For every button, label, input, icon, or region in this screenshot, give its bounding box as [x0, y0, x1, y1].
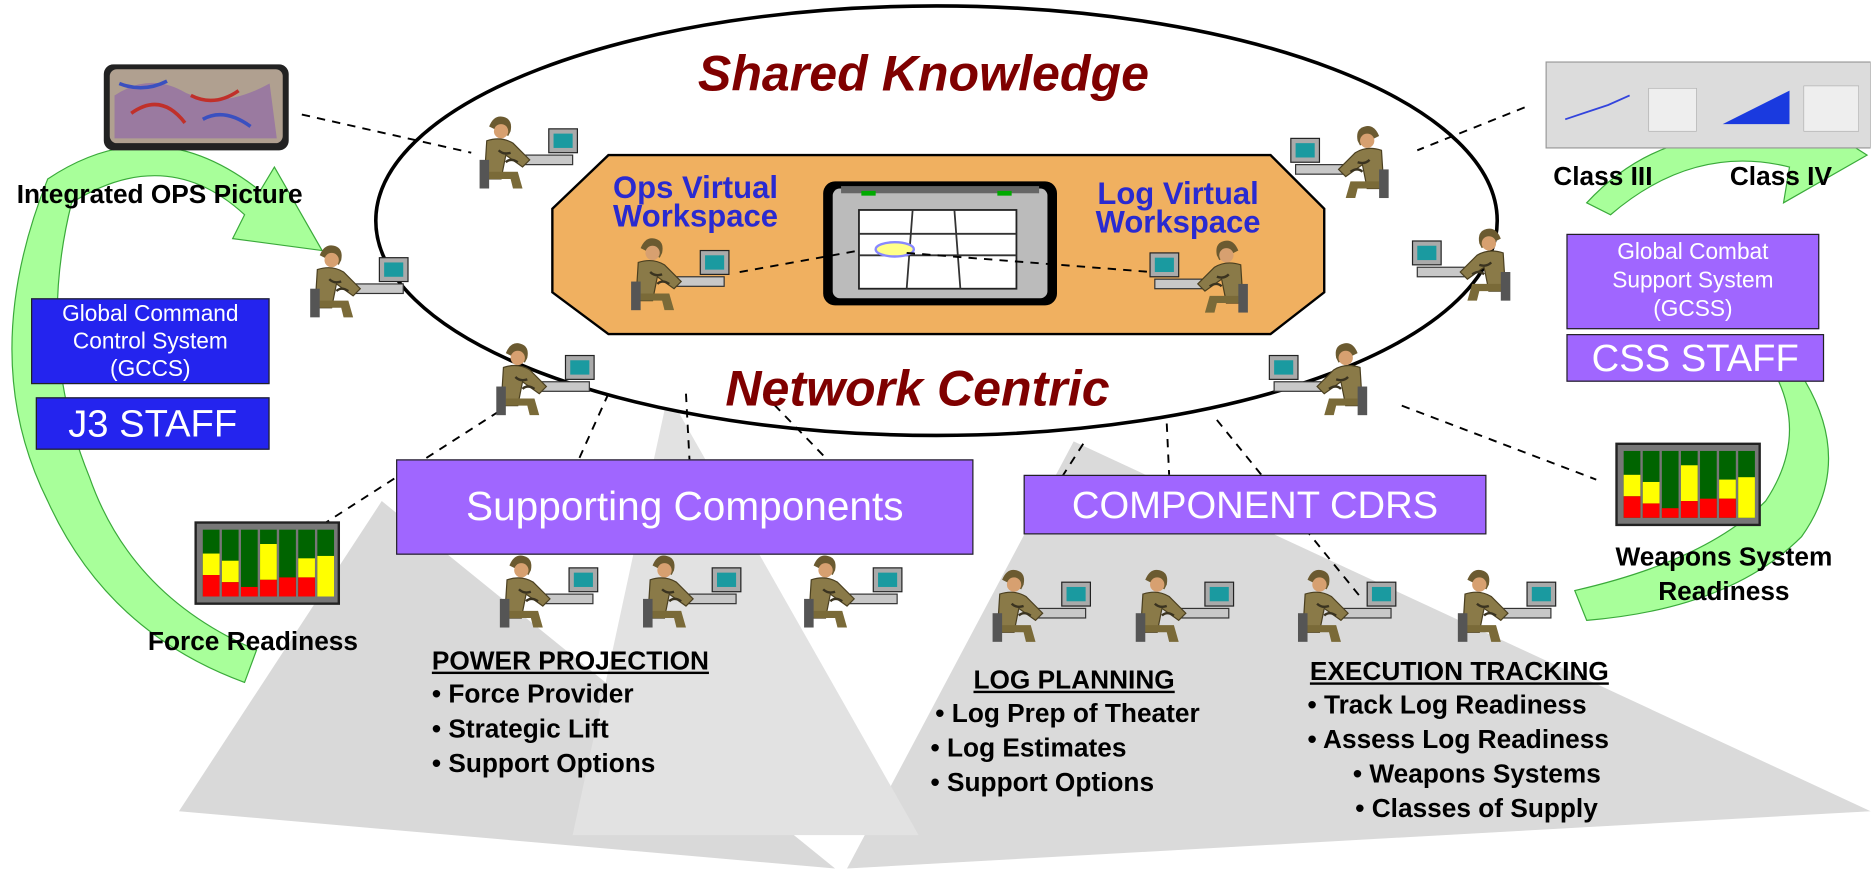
force-readiness-label: Force Readiness — [147, 626, 358, 657]
force-readiness-bars-icon — [194, 521, 341, 605]
log-item-1: • Log Prep of Theater — [935, 697, 1200, 728]
log-workspace-label: Log Virtual Workspace — [1095, 175, 1261, 240]
exec-item-2: • Assess Log Readiness — [1307, 724, 1609, 754]
weapons-readiness-bars-icon — [1615, 442, 1761, 527]
left-cycle-arrow — [11, 145, 324, 684]
ops-workspace-label: Ops Virtual Workspace — [613, 169, 778, 234]
power-projection-section: POWER PROJECTION • Force Provider • Stra… — [432, 645, 709, 780]
log-item-3: • Support Options — [930, 767, 1155, 797]
workspace-display-icon — [823, 181, 1057, 306]
right-triangle — [847, 441, 1871, 869]
log-planning-section: LOG PLANNING • Log Prep of Theater • Log… — [931, 665, 1200, 800]
exec-item-3: • Weapons Systems — [1352, 758, 1601, 789]
power-item-1: • Force Provider — [431, 678, 634, 709]
power-item-2: • Strategic Lift — [431, 713, 609, 744]
operator-icon-power-1 — [498, 554, 599, 629]
log-planning-heading: LOG PLANNING — [973, 664, 1175, 695]
css-staff-box: CSS STAFF — [1566, 334, 1825, 382]
gccs-box: Global Command Control System (GCCS) — [31, 298, 270, 385]
integrated-ops-picture-label: Integrated OPS Picture — [16, 178, 303, 209]
power-item-3: • Support Options — [431, 748, 656, 778]
class-supply-charts-image — [1545, 61, 1871, 149]
log-item-2: • Log Estimates — [930, 732, 1127, 763]
execution-tracking-heading: EXECUTION TRACKING — [1309, 656, 1609, 686]
exec-item-1: • Track Log Readiness — [1307, 689, 1587, 720]
power-projection-heading: POWER PROJECTION — [431, 645, 709, 676]
shared-knowledge-title: Shared Knowledge — [697, 45, 1149, 102]
operator-icon-power-3 — [802, 554, 904, 629]
supporting-components-box: Supporting Components — [396, 459, 974, 555]
network-centric-title: Network Centric — [725, 360, 1110, 417]
component-cdrs-box: COMPONENT CDRS — [1023, 474, 1487, 535]
class-iv-label: Class IV — [1729, 161, 1832, 191]
weapons-readiness-label: Weapons System Readiness — [1615, 541, 1833, 607]
integrated-ops-map-image — [103, 64, 289, 151]
j3-staff-box: J3 STAFF — [35, 397, 270, 450]
exec-item-4: • Classes of Supply — [1355, 793, 1598, 824]
right-return-arrow — [1573, 357, 1830, 621]
operator-icon-exec-2 — [1456, 568, 1557, 644]
gcss-box: Global Combat Support System (GCSS) — [1566, 233, 1820, 330]
dashed-connectors — [301, 106, 1597, 598]
execution-tracking-section: EXECUTION TRACKING • Track Log Readiness… — [1308, 656, 1609, 825]
class-iii-label: Class III — [1553, 161, 1653, 191]
